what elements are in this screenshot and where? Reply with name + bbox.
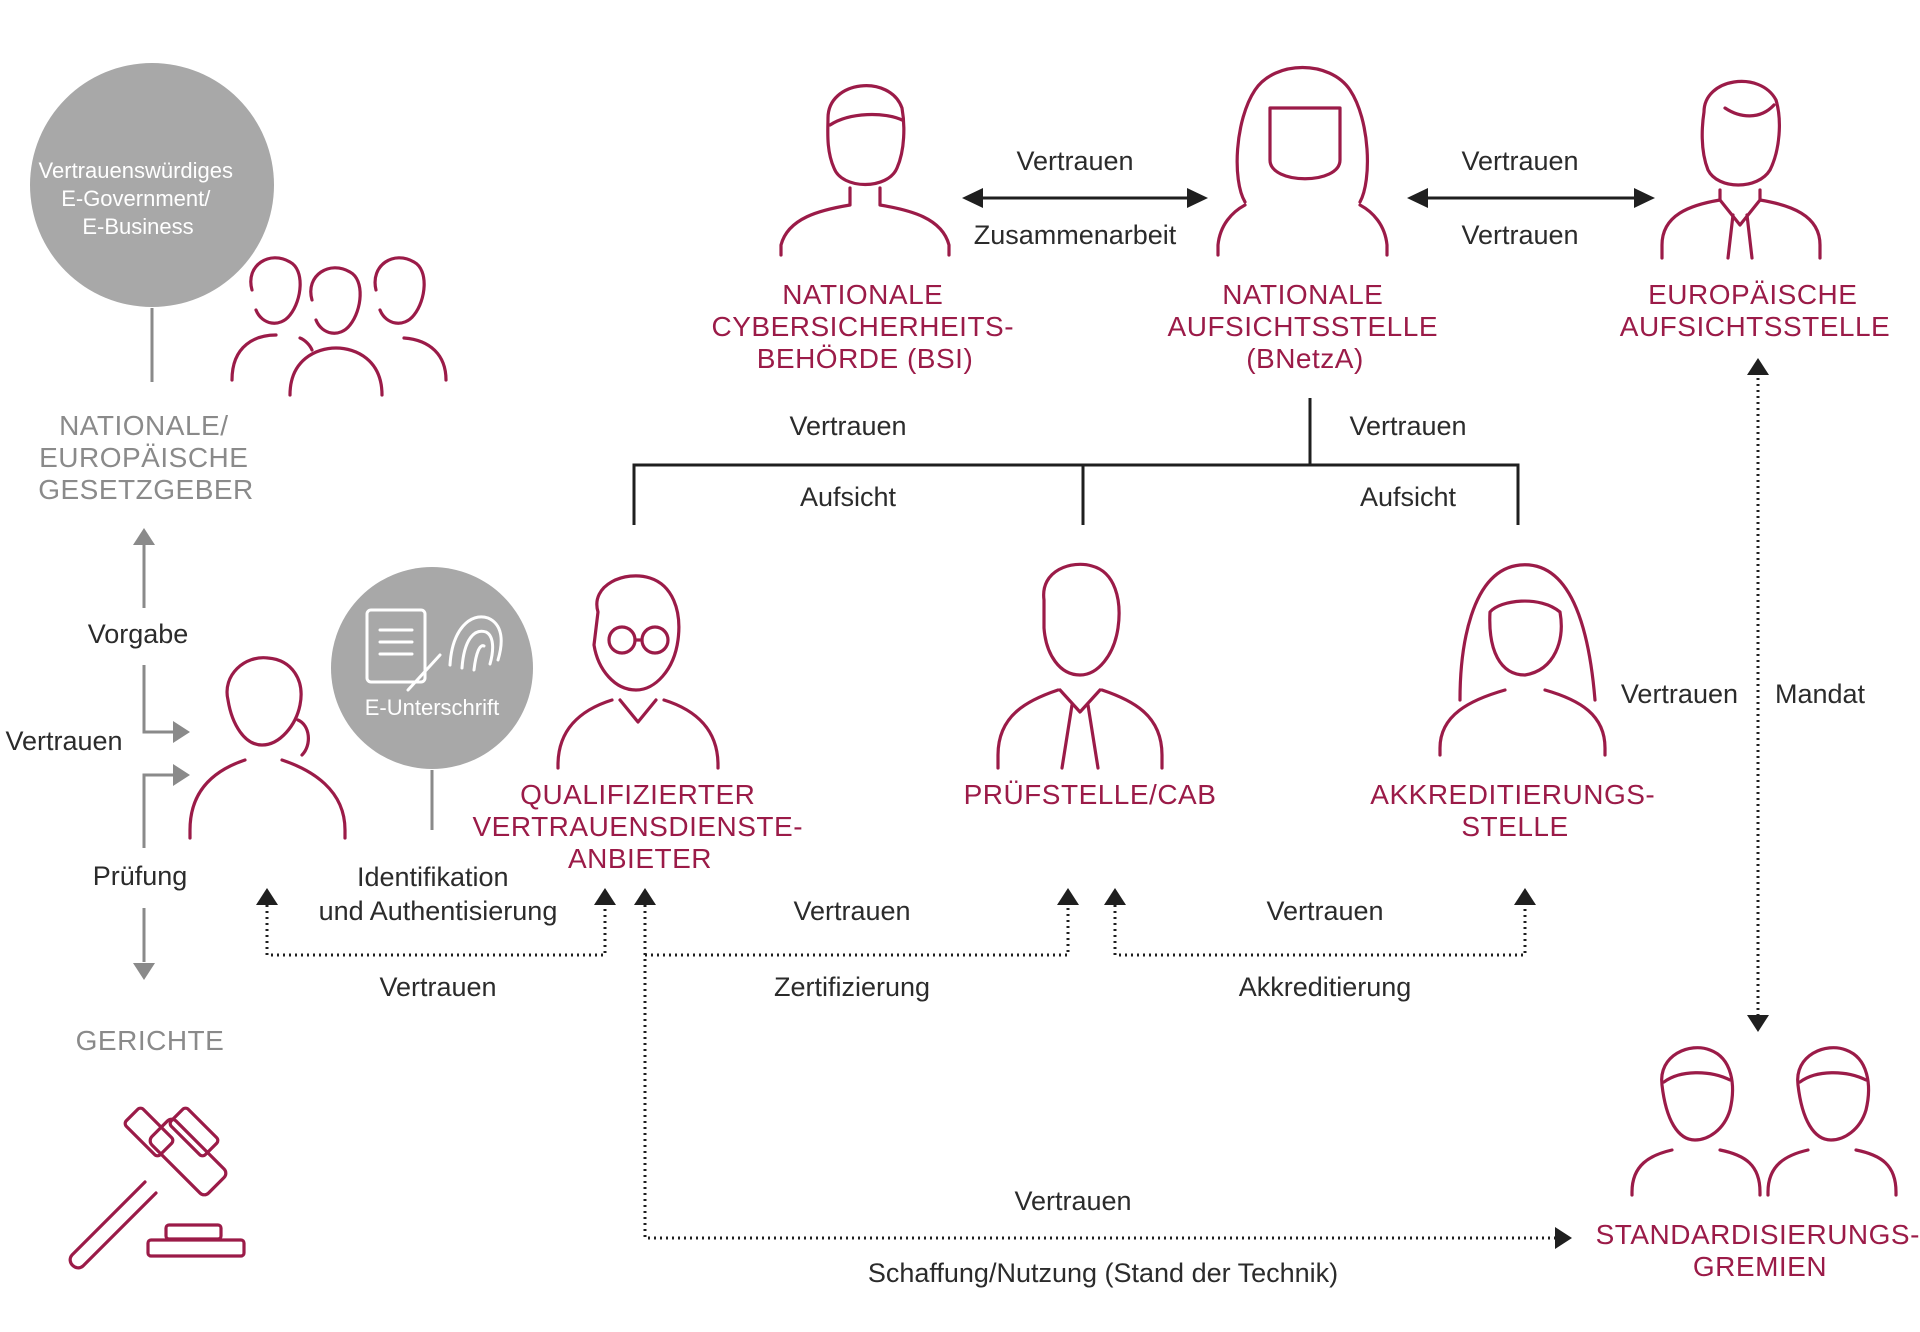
qtsp-cab-arrowhead: [1057, 888, 1079, 905]
bnetza-person-icon: [1216, 65, 1389, 257]
pruefung-to-user-arrowhead: [173, 764, 190, 786]
accreditation-person-icon: [1438, 563, 1607, 757]
cab-accr-arrowhead-left: [1104, 888, 1126, 905]
supervision-right-top-label: Vertrauen: [1349, 411, 1466, 441]
bnetza-eu-arrowhead-left: [1407, 188, 1428, 208]
bsi-bnetza-arrowhead-right: [1187, 188, 1208, 208]
qtsp-cab-bottom-label: Zertifizierung: [774, 972, 930, 1002]
courts-label: GERICHTE: [76, 1025, 225, 1056]
cab-accr-top-label: Vertrauen: [1266, 896, 1383, 926]
bnetza-eu-bottom-label: Vertrauen: [1461, 220, 1578, 250]
user-qtsp-trust-label: Vertrauen: [379, 972, 496, 1002]
qtsp-std-arrowhead-right: [1555, 1227, 1572, 1249]
legislators-label: NATIONALE/ EUROPÄISCHE GESETZGEBER: [38, 410, 254, 505]
supervision-left-bottom-label: Aufsicht: [800, 482, 897, 512]
egov-bubble: [30, 63, 274, 307]
qtsp-std-top-label: Vertrauen: [1014, 1186, 1131, 1216]
user-person-icon: [188, 656, 347, 840]
bnetza-label: NATIONALE AUFSICHTSSTELLE (BNetzA): [1168, 279, 1443, 374]
supervision-right-bottom-label: Aufsicht: [1360, 482, 1457, 512]
qtsp-std-arrowhead-up: [634, 888, 656, 905]
eu-standards-arrowhead-up: [1747, 358, 1769, 375]
pruefung-to-user-line: [142, 773, 175, 848]
cab-label: PRÜFSTELLE/CAB: [964, 779, 1217, 810]
bnetza-eu-top-label: Vertrauen: [1461, 146, 1578, 176]
user-qtsp-dotted-line: [265, 905, 607, 957]
esignature-label: E-Unterschrift: [365, 695, 499, 720]
user-trust-label: Vertrauen: [5, 726, 122, 756]
qtsp-label: QUALIFIZIERTER VERTRAUENSDIENSTE- ANBIET…: [473, 779, 808, 874]
eu-person-icon: [1660, 79, 1822, 260]
esignature-bubble: [331, 567, 533, 769]
pruefung-label: Prüfung: [93, 861, 188, 891]
gavel-icon: [68, 1106, 246, 1270]
eu-standards-trust-label: Vertrauen: [1621, 679, 1738, 709]
cab-accr-bottom-label: Akkreditierung: [1239, 972, 1412, 1002]
eu-standards-mandate-label: Mandat: [1775, 679, 1866, 709]
identification-label: Identifikation und Authentisierung: [319, 862, 558, 926]
supervision-left-top-label: Vertrauen: [789, 411, 906, 441]
user-qtsp-arrowhead-right: [594, 888, 616, 905]
eu-supervisor-label: EUROPÄISCHE AUFSICHTSSTELLE: [1620, 279, 1890, 342]
document-fingerprint-icon: [365, 608, 503, 692]
eu-standards-arrowhead-down: [1747, 1015, 1769, 1032]
user-qtsp-arrowhead-left: [256, 888, 278, 905]
bsi-person-icon: [779, 84, 951, 257]
bsi-bnetza-top-label: Vertrauen: [1016, 146, 1133, 176]
standards-group-icon: [1630, 1046, 1898, 1197]
pruefung-arrowhead: [133, 963, 155, 980]
vorgabe-to-user-arrowhead: [173, 721, 190, 743]
vorgabe-to-user-line: [142, 665, 175, 734]
cab-accr-dotted-line: [1113, 905, 1527, 957]
egov-bubble-label: Vertrauenswürdiges E-Government/ E-Busin…: [39, 158, 238, 239]
qtsp-cab-top-label: Vertrauen: [793, 896, 910, 926]
supervision-bracket: [632, 398, 1520, 525]
qtsp-cab-dotted-line: [645, 905, 1070, 957]
bsi-bnetza-arrowhead-left: [962, 188, 983, 208]
standards-label: STANDARDISIERUNGS- GREMIEN: [1596, 1219, 1920, 1282]
accreditation-label: AKKREDITIERUNGS- STELLE: [1370, 779, 1659, 842]
vorgabe-arrowhead: [133, 528, 155, 545]
legislators-group-icon: [230, 256, 448, 397]
bsi-bnetza-bottom-label: Zusammenarbeit: [974, 220, 1177, 250]
bsi-label: NATIONALE CYBERSICHERHEITS- BEHÖRDE (BSI…: [712, 279, 1019, 374]
cab-person-icon: [996, 562, 1164, 770]
vorgabe-label: Vorgabe: [88, 619, 189, 649]
qtsp-std-bottom-label: Schaffung/Nutzung (Stand der Technik): [868, 1258, 1338, 1288]
cab-accr-arrowhead-right: [1514, 888, 1536, 905]
qtsp-person-icon: [556, 574, 720, 770]
bnetza-eu-arrowhead-right: [1634, 188, 1655, 208]
